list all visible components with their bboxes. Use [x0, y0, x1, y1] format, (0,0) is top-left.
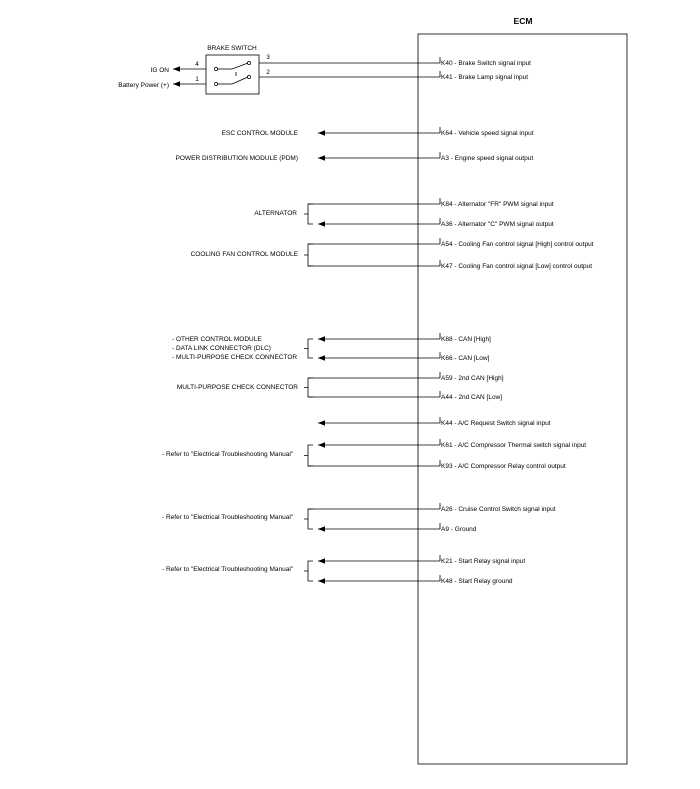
- signal-code-a59: A59: [441, 375, 453, 382]
- brake-switch-pin-2: 2: [266, 69, 270, 76]
- signal-label-k44: K44 - A/C Request Switch signal input: [441, 420, 551, 427]
- signal-label-a44: A44 - 2nd CAN [Low]: [441, 394, 502, 401]
- can-bracket: [304, 338, 313, 359]
- signal-desc-k21: - Start Relay signal input: [453, 558, 526, 565]
- signal-label-a3: A3 - Engine speed signal output: [441, 155, 533, 162]
- signal-desc-k66: - CAN [Low]: [453, 355, 490, 362]
- start-relay-bracket: [304, 560, 313, 582]
- signal-code-k88: K88: [441, 336, 453, 343]
- signal-label-k61: K61 - A/C Compressor Thermal switch sign…: [441, 442, 586, 449]
- signal-code-k47: K47: [441, 263, 453, 270]
- signal-code-a3: A3: [441, 155, 449, 162]
- signal-desc-k44: - A/C Request Switch signal input: [453, 420, 551, 427]
- signal-label-a36: A36 - Alternator "C" PWM signal output: [441, 221, 554, 228]
- signal-label-k93: K93 - A/C Compressor Relay control outpu…: [441, 463, 566, 470]
- battery-power-label: Battery Power (+): [118, 82, 169, 89]
- signal-code-k48: K48: [441, 578, 453, 585]
- brake-switch-pin-4: 4: [195, 61, 199, 68]
- signal-desc-a54: - Cooling Fan control signal [High] cont…: [453, 241, 594, 248]
- alternator-label: ALTERNATOR: [254, 210, 297, 217]
- signal-desc-k41: - Brake Lamp signal input: [453, 74, 529, 81]
- ecm-box: [417, 33, 628, 765]
- signal-code-k41: K41: [441, 74, 453, 81]
- refer-manual-ac-label: - Refer to "Electrical Troubleshooting M…: [162, 451, 294, 458]
- signal-code-k93: K93: [441, 463, 453, 470]
- signal-desc-k88: - CAN [High]: [453, 336, 491, 343]
- signal-desc-a9: - Ground: [449, 526, 477, 533]
- other-control-module-label: - OTHER CONTROL MODULE: [172, 336, 262, 343]
- signal-code-a26: A26: [441, 506, 453, 513]
- brake-switch-pin-1: 1: [195, 76, 199, 83]
- signal-desc-a3: - Engine speed signal output: [449, 155, 533, 162]
- signal-label-k66: K66 - CAN [Low]: [441, 355, 490, 362]
- signal-desc-a44: - 2nd CAN [Low]: [453, 394, 503, 401]
- multi-purpose-check-label: - MULTI-PURPOSE CHECK CONNECTOR: [172, 354, 297, 361]
- ig-on-label: IG ON: [151, 67, 170, 74]
- esc-control-module-label: ESC CONTROL MODULE: [222, 130, 299, 137]
- brake-switch-contacts: [214, 61, 251, 86]
- signal-code-k84: K84: [441, 201, 453, 208]
- signal-label-a9: A9 - Ground: [441, 526, 477, 533]
- signal-code-k61: K61: [441, 442, 453, 449]
- brake-switch-pin-3: 3: [266, 54, 270, 61]
- data-link-connector-label: - DATA LINK CONNECTOR (DLC): [172, 345, 271, 352]
- signal-desc-k64: - Vehicle speed signal input: [453, 130, 534, 137]
- signal-desc-k61: - A/C Compressor Thermal switch signal i…: [453, 442, 587, 449]
- signal-desc-k48: - Start Relay ground: [453, 578, 513, 585]
- signal-code-k44: K44: [441, 420, 453, 427]
- cooling-fan-module-label: COOLING FAN CONTROL MODULE: [191, 251, 299, 258]
- signal-desc-k40: - Brake Switch signal input: [453, 60, 532, 67]
- multi-purpose-check-2-label: MULTI-PURPOSE CHECK CONNECTOR: [177, 384, 298, 391]
- signal-desc-a26: - Cruise Control Switch signal input: [453, 506, 556, 513]
- signal-label-k88: K88 - CAN [High]: [441, 336, 491, 343]
- cooling-fan-bracket: [304, 243, 313, 267]
- signal-desc-k47: - Cooling Fan control signal [Low] contr…: [453, 263, 593, 270]
- signal-desc-k84: - Alternator "FR" PWM signal input: [453, 201, 554, 208]
- signal-desc-k93: - A/C Compressor Relay control output: [453, 463, 566, 470]
- signal-code-k66: K66: [441, 355, 453, 362]
- signal-code-k21: K21: [441, 558, 453, 565]
- pdm-label: POWER DISTRIBUTION MODULE (PDM): [176, 155, 298, 162]
- signal-label-a54: A54 - Cooling Fan control signal [High] …: [441, 241, 594, 248]
- signal-label-a59: A59 - 2nd CAN [High]: [441, 375, 504, 382]
- signal-label-k48: K48 - Start Relay ground: [441, 578, 513, 585]
- signal-desc-a36: - Alternator "C" PWM signal output: [453, 221, 554, 228]
- signal-code-a44: A44: [441, 394, 453, 401]
- alternator-bracket: [304, 203, 313, 225]
- signal-code-k40: K40: [441, 60, 453, 67]
- ac-compressor-bracket: [304, 444, 313, 467]
- group-brackets: [304, 203, 313, 582]
- signal-code-a54: A54: [441, 241, 453, 248]
- brake-switch-title: BRAKE SWITCH: [207, 45, 257, 52]
- signal-label-k64: K64 - Vehicle speed signal input: [441, 130, 534, 137]
- signal-code-a36: A36: [441, 221, 453, 228]
- second-can-bracket: [304, 377, 313, 398]
- brake-switch-box: [205, 54, 260, 95]
- refer-manual-cruise-label: - Refer to "Electrical Troubleshooting M…: [162, 514, 294, 521]
- signal-desc-a59: - 2nd CAN [High]: [453, 375, 504, 382]
- signal-label-k21: K21 - Start Relay signal input: [441, 558, 525, 565]
- signal-code-k64: K64: [441, 130, 453, 137]
- cruise-bracket: [304, 508, 313, 530]
- signal-label-k40: K40 - Brake Switch signal input: [441, 60, 531, 67]
- signal-label-k41: K41 - Brake Lamp signal input: [441, 74, 528, 81]
- refer-manual-start-label: - Refer to "Electrical Troubleshooting M…: [162, 566, 294, 573]
- signal-label-a26: A26 - Cruise Control Switch signal input: [441, 506, 556, 513]
- signal-label-k84: K84 - Alternator "FR" PWM signal input: [441, 201, 554, 208]
- signal-code-a9: A9: [441, 526, 449, 533]
- ecm-title: ECM: [514, 16, 533, 26]
- signal-label-k47: K47 - Cooling Fan control signal [Low] c…: [441, 263, 592, 270]
